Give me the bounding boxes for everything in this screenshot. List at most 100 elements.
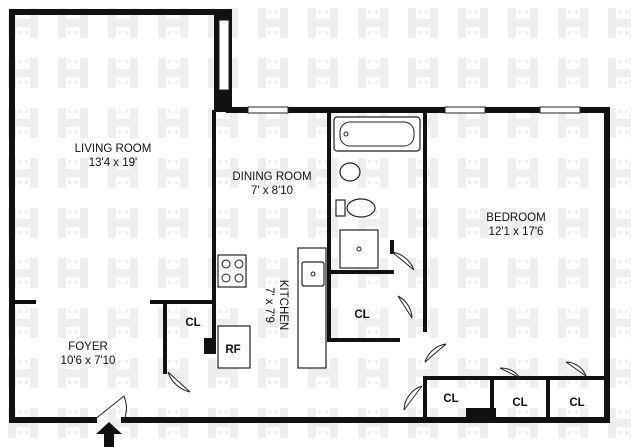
stove-burner-3 [221,273,231,283]
foyer-dims: 10'6 x 7'10 [61,355,116,367]
h-logo-watermark [508,358,538,388]
up-arrow-icon [96,422,122,447]
h-logo-watermark [258,358,288,388]
h-logo-watermark [108,208,138,238]
h-logo-watermark [58,58,88,88]
h-logo-watermark [158,108,188,138]
h-logo-watermark [258,258,288,288]
bedroom-window-1 [444,106,486,114]
h-logo-watermark [258,208,288,238]
h-logo-watermark [158,308,188,338]
toilet [346,198,376,218]
h-logo-watermark [58,158,88,188]
bathroom-sink [339,162,361,182]
living-room-window [218,19,230,91]
dining-room-name: DINING ROOM [232,171,311,183]
h-logo-watermark [608,208,631,238]
h-logo-watermark [58,258,88,288]
h-logo-watermark [158,358,188,388]
bedroom-window-2 [539,106,581,114]
h-logo-watermark [458,208,488,238]
stove-burner-2 [234,259,244,269]
closet-labels: CL CL CL CL CL RF [185,309,584,409]
h-logo-watermark [58,108,88,138]
kitchen-sink-drain [310,271,316,277]
kitchen-sink [301,261,325,287]
h-logo-watermark [358,308,388,338]
stove-burner-1 [221,259,231,269]
h-logo-watermark [108,108,138,138]
h-logo-watermark [308,58,338,88]
h-logo-watermark [158,208,188,238]
h-logo-watermark [508,308,538,338]
bedroom-closet-left-label: CL [443,393,458,405]
h-logo-watermark [258,58,288,88]
bedroom-closet-door-1 [403,385,423,411]
h-logo-watermark [408,8,438,38]
bathroom-door [391,251,415,271]
h-logo-watermark [358,158,388,188]
h-logo-watermark [508,258,538,288]
foyer-closet-label: CL [185,317,200,329]
h-logo-watermark [608,158,631,188]
h-logo-watermark [358,8,388,38]
bathroom-fixtures [333,116,421,269]
shower-stall [339,229,379,269]
bathtub-basin [339,121,415,147]
h-logo-watermark [408,58,438,88]
h-logo-watermark [308,8,338,38]
h-logo-watermark [608,108,631,138]
stove [217,254,247,288]
walls [9,9,610,423]
h-logo-watermark [558,208,588,238]
entry-door-swing [93,395,127,421]
h-logo-watermark [458,258,488,288]
bedroom-name: BEDROOM [486,212,545,224]
bedroom-closet-middle-label: CL [512,397,527,409]
shower-drain [356,246,362,252]
bedroom-closet-right-label: CL [569,397,584,409]
bathtub [333,116,421,152]
bedroom-column [466,408,496,422]
h-logo-watermark [358,358,388,388]
doors [93,251,587,421]
kitchen-fixtures [217,247,327,369]
bedroom-dims: 12'1 x 17'6 [489,226,544,238]
h-logo-watermark [508,8,538,38]
h-logo-watermark [558,308,588,338]
h-logo-watermark [458,308,488,338]
h-logo-watermark [58,308,88,338]
foyer-column [204,338,216,354]
h-logo-watermark [158,158,188,188]
h-logo-watermark [608,258,631,288]
h-logo-watermark [258,158,288,188]
dining-window [247,106,289,114]
bedroom-door [424,343,447,363]
h-logo-watermark [108,358,138,388]
h-logo-watermark [58,208,88,238]
h-logo-watermark [308,158,338,188]
h-logo-watermark [308,208,338,238]
h-logo-watermark [108,258,138,288]
bathtub-drain [343,131,349,137]
h-logo-watermark [458,358,488,388]
foyer-closet-door [167,371,191,393]
hall-closet-label: CL [354,309,369,321]
bedroom-closet-door-2 [499,367,521,379]
foyer-name: FOYER [68,341,108,353]
h-logo-watermark [258,308,288,338]
h-logo-watermark [108,308,138,338]
stove-burner-4 [234,273,244,283]
h-logo-watermark [558,258,588,288]
h-logo-watermark [608,58,631,88]
h-logo-watermark [608,8,631,38]
h-logo-watermark [508,58,538,88]
h-logo-watermark [508,158,538,188]
windows [247,106,581,114]
h-logo-watermark [558,8,588,38]
hall-closet-door [397,295,413,319]
h-logo-watermark [158,258,188,288]
refrigerator-label: RF [225,344,240,356]
h-logo-watermark [458,158,488,188]
